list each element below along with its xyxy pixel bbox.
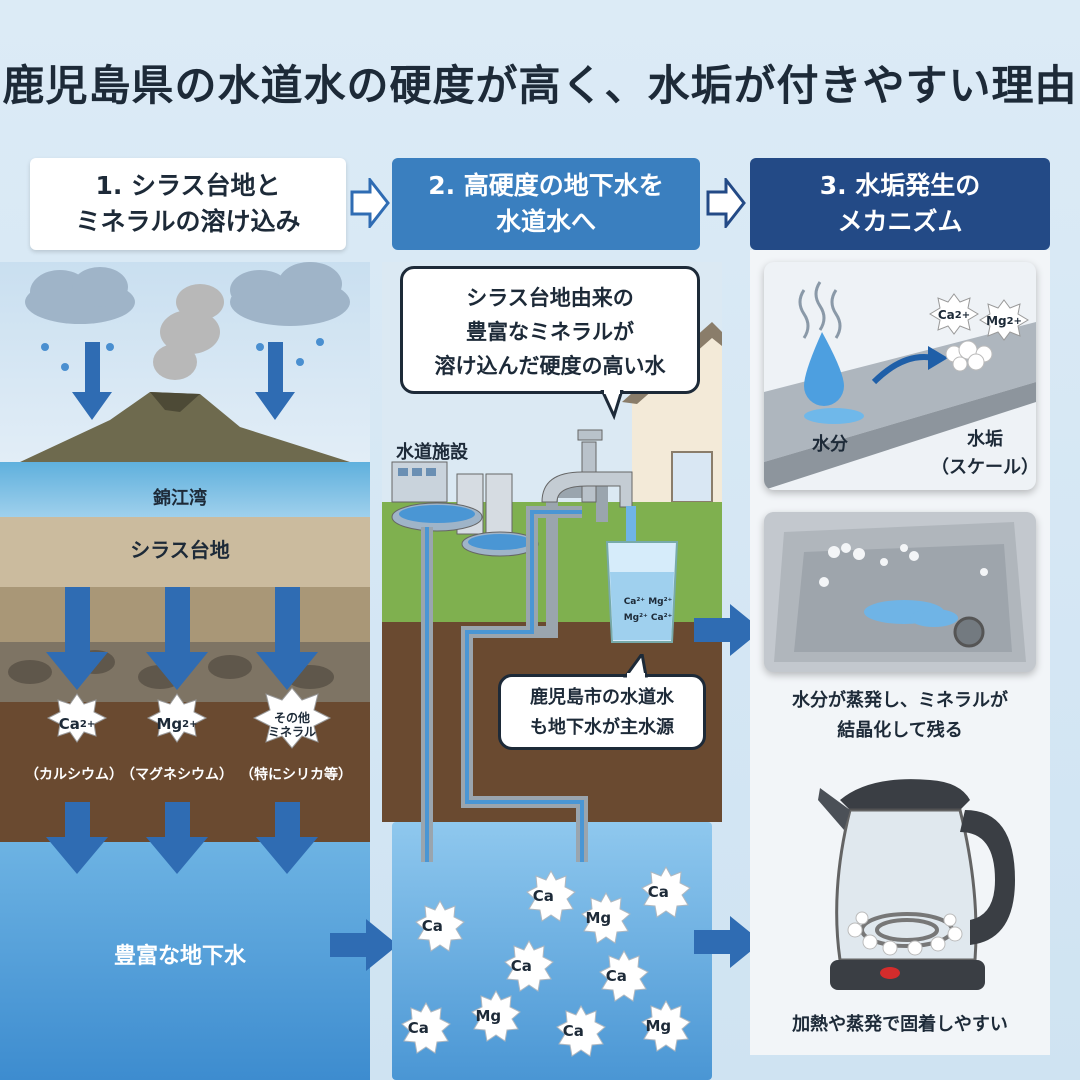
ca-ion-bubble: Ca2+: [640, 866, 692, 918]
magnesium-label: （マグネシウム）: [121, 767, 233, 783]
volcano-icon: [20, 392, 350, 462]
plateau-label: シラス台地: [130, 538, 230, 562]
callout-tail-icon: [600, 390, 624, 420]
ca-ion-bubble: Ca2+: [414, 900, 466, 952]
groundwater-layer: [0, 842, 370, 1080]
evaporation-caption: 水分が蒸発し、ミネラルが 結晶化して残る: [792, 690, 1008, 741]
steam-icon: [798, 281, 842, 339]
silica-label: （特にシリカ等）: [240, 767, 352, 783]
step-2-header: 2. 高硬度の地下水を 水道水へ: [392, 158, 700, 250]
volcano-smoke-icon: [153, 284, 224, 380]
scale-label: 水垢 （スケール）: [931, 429, 1039, 478]
power-light-icon: [880, 967, 900, 979]
scale-formation-card: [764, 262, 1036, 490]
ca-ion-bubble: Ca2+: [525, 870, 577, 922]
mg-ion-bubble: Mg2+: [470, 990, 522, 1042]
step-1-header: 1. シラス台地と ミネラルの溶け込み: [30, 158, 346, 250]
step-3-header: 3. 水垢発生の メカニズム: [750, 158, 1050, 250]
callout-tail-icon: [623, 654, 648, 678]
ca-ion-bubble: Ca2+: [400, 1002, 452, 1054]
steel-surface-illustration: [764, 281, 1036, 490]
flow-arrow-icon: [330, 919, 398, 971]
geology-cross-section: [0, 262, 370, 1080]
water-label: 水分: [812, 434, 848, 455]
calcium-label: （カルシウム）: [25, 767, 123, 783]
other-minerals-badge: その他 ミネラル: [267, 711, 316, 739]
water-glass-icon: [605, 541, 679, 643]
flow-arrow-icon: [694, 604, 762, 656]
ca-ion-bubble: Ca2+: [598, 950, 650, 1002]
water-drop-icon: [804, 332, 844, 406]
rain-drops-icon: [41, 338, 324, 371]
bay-label: 錦江湾: [153, 488, 207, 509]
hard-water-callout: シラス台地由来の 豊富なミネラルが 溶け込んだ硬度の高い水: [400, 266, 700, 394]
sink-illustration: [764, 512, 1036, 672]
faucet-icon: [541, 429, 636, 546]
infiltration-arrows: [46, 587, 318, 874]
header-arrow-icon: [706, 178, 746, 228]
mg-ion-bubble: Mg2+: [640, 1000, 692, 1052]
rain-cloud-icon: [25, 267, 135, 324]
kettle-icon: [818, 779, 1015, 990]
mg-ion-bubble: Mg2+: [580, 892, 632, 944]
sink-card: [764, 512, 1036, 672]
glass-ions: Ca²⁺ Mg²⁺ Mg²⁺ Ca²⁺: [623, 597, 673, 623]
water-source-callout: 鹿児島市の水道水 も地下水が主水源: [498, 674, 706, 750]
header-arrow-icon: [350, 178, 390, 228]
ca-ion-bubble: Ca2+: [503, 940, 555, 992]
page-title: 鹿児島県の水道水の硬度が高く、水垢が付きやすい理由: [2, 61, 1078, 110]
facility-label: 水道施設: [396, 442, 468, 463]
kettle-caption: 加熱や蒸発で固着しやすい: [792, 1014, 1008, 1035]
rain-cloud-icon: [230, 262, 350, 326]
ca-ion-bubble: Ca2+: [555, 1005, 607, 1057]
flow-arrow-icon: [694, 916, 762, 968]
aquifer: [392, 822, 712, 1080]
groundwater-label: 豊富な地下水: [113, 944, 246, 969]
water-facility-icon: [391, 461, 539, 557]
